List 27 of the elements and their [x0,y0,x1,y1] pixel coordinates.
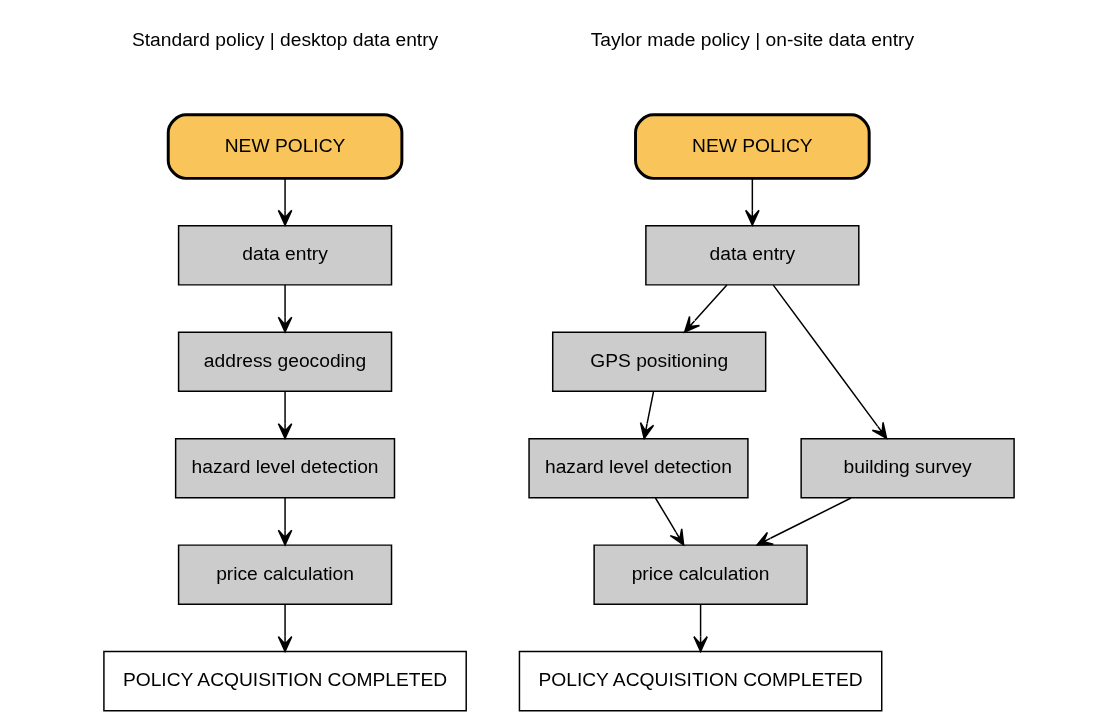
node-box: price calculation [177,544,392,605]
arrow [692,603,708,653]
arrow [772,284,887,439]
node-box: address geocoding [177,331,392,393]
arrow [277,177,292,226]
node-box: GPS positioning [551,331,766,393]
node-box: data entry [177,225,392,286]
node-box: NEW POLICY [166,113,403,180]
node-box: POLICY ACQUISITION COMPLETED [102,650,467,712]
arrow [277,390,292,440]
label: Standard policy | desktop data entry [131,28,438,50]
arrow [277,497,292,546]
node-box: hazard level detection [527,437,749,499]
node-box: building survey [799,437,1015,499]
arrow [277,603,292,653]
label: Taylor made policy | on-site data entry [590,28,914,50]
node-box: NEW POLICY [633,113,871,180]
arrow [654,497,684,546]
node-box: POLICY ACQUISITION COMPLETED [518,650,882,712]
node-box: data entry [644,225,860,286]
node-box: price calculation [592,544,808,605]
arrow [683,284,728,333]
arrow [277,284,292,333]
arrow [744,177,760,226]
arrow [755,497,852,546]
arrow [639,390,654,440]
node-box: hazard level detection [174,437,395,499]
